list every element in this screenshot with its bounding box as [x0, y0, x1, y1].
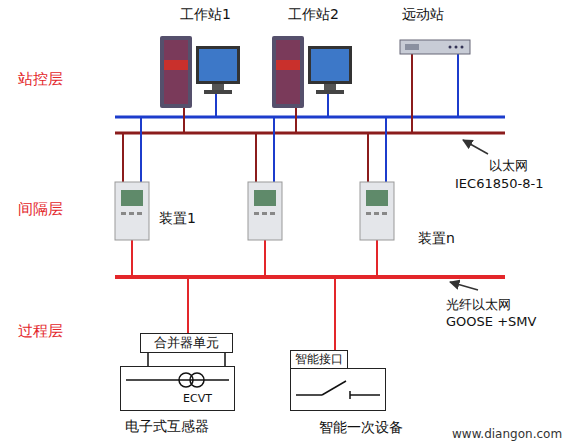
- layer-label: 过程层: [18, 322, 63, 340]
- callout-text: IEC61850-8-1: [455, 176, 543, 192]
- callout-text: 以太网: [489, 158, 528, 174]
- workstation: 工作站2: [270, 6, 362, 112]
- station-bus-b: [115, 132, 505, 135]
- transformer-box: ECVT电子式互感器: [120, 366, 235, 411]
- rack-device-icon: [400, 40, 470, 133]
- node-text: 合并器单元: [154, 335, 219, 351]
- workstation-icon: [272, 36, 352, 133]
- process-bus: [115, 275, 505, 279]
- node-text: 智能一次设备: [319, 419, 403, 436]
- callout-arrow: [463, 140, 488, 154]
- fiber-drop: [187, 277, 189, 333]
- node-text: 智能接口: [295, 352, 343, 366]
- node-text: 远动站: [402, 6, 444, 23]
- bay-device: 装置1: [113, 178, 205, 242]
- bay-device-icon: [248, 117, 282, 277]
- watermark: www.diangon.com: [452, 427, 562, 441]
- bay-device-icon: [115, 117, 149, 277]
- workstation: 工作站1: [158, 6, 250, 112]
- node-text: 电子式互感器: [125, 418, 209, 435]
- smart-interface-box: 智能接口: [290, 350, 348, 369]
- layer-label: 间隔层: [18, 200, 63, 218]
- node-text: 工作站2: [288, 6, 339, 23]
- callout-arrow: [450, 282, 478, 290]
- callout-text: GOOSE +SMV: [446, 314, 536, 330]
- node-text: 装置n: [418, 230, 455, 247]
- bay-device-icon: [360, 117, 394, 277]
- switch-symbol: [296, 381, 380, 399]
- merging-unit-box: 合并器单元: [140, 333, 233, 353]
- node-text: ECVT: [183, 392, 212, 405]
- station-bus-a: [115, 116, 505, 119]
- primary-device-box: 智能一次设备: [290, 368, 386, 411]
- connector: [148, 353, 225, 366]
- transformer-symbol: [126, 373, 229, 387]
- telecontrol-station: 远动站: [398, 6, 474, 56]
- node-text: 工作站1: [180, 6, 231, 23]
- bay-device: 装置n: [358, 178, 462, 250]
- layer-label: 站控层: [18, 70, 63, 88]
- workstation-icon: [160, 36, 240, 133]
- node-text: 装置1: [159, 210, 196, 227]
- fiber-drop: [334, 277, 336, 350]
- callout-text: 光纤以太网: [446, 297, 511, 313]
